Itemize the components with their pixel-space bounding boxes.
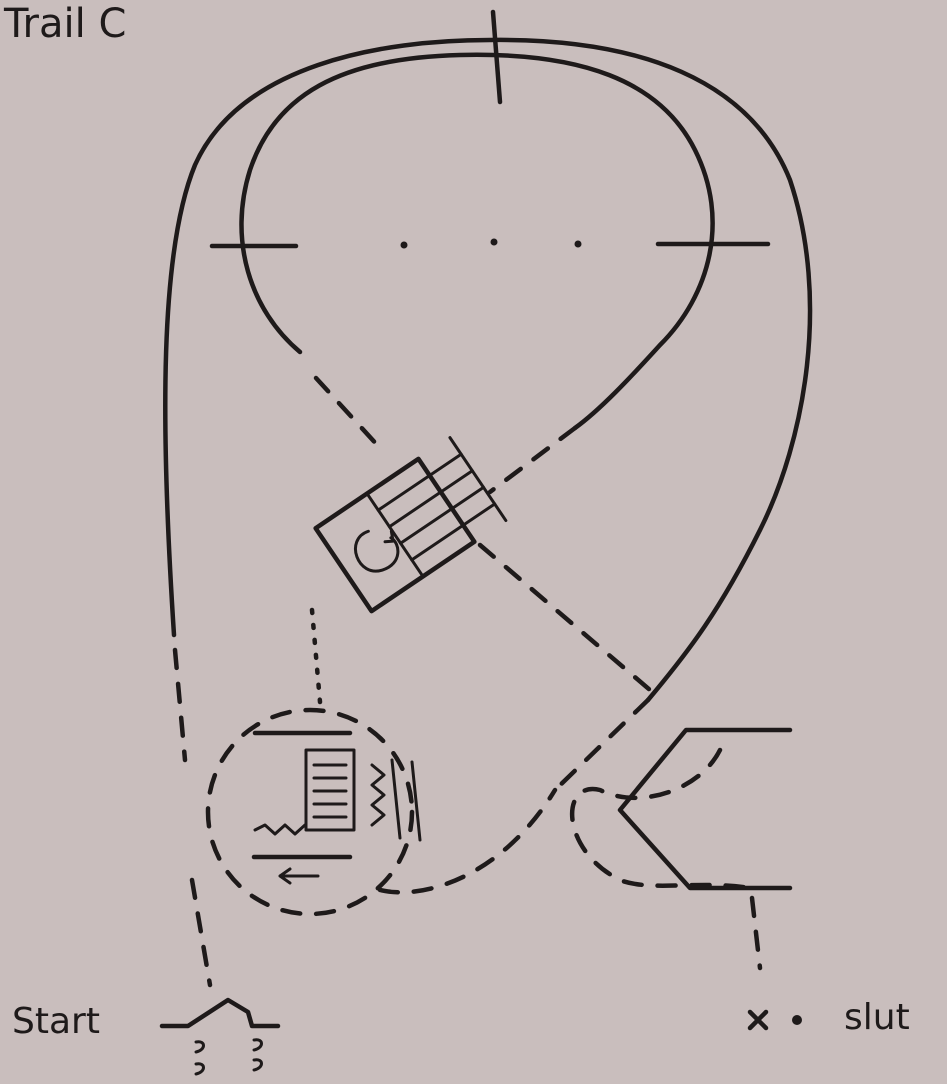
dashed-leg-path xyxy=(490,428,575,492)
inner-loop-path xyxy=(241,55,712,428)
dotted-link-path xyxy=(312,610,320,702)
dashed-leg-path xyxy=(316,378,380,448)
turn-box-obstacle xyxy=(316,438,506,611)
dashed-leg-path xyxy=(192,880,210,985)
shelter-chevron xyxy=(620,730,790,888)
dashed-finish-path xyxy=(752,898,760,968)
shelter-dashed-inner xyxy=(572,750,750,888)
ramp-line xyxy=(255,825,305,834)
start-marks xyxy=(196,1040,262,1074)
arrow-left-icon xyxy=(280,869,318,883)
dashed-leg-path xyxy=(555,700,648,790)
finish-dot xyxy=(792,1015,802,1025)
dashed-leg-path xyxy=(175,650,185,760)
center-dot xyxy=(575,241,582,248)
zigzag-line xyxy=(372,765,384,825)
bridge-lines xyxy=(392,760,420,840)
finish-x-mark xyxy=(750,1012,766,1028)
dashed-leg-path xyxy=(480,545,650,690)
center-dot xyxy=(401,242,408,249)
dashed-leg-path xyxy=(380,790,555,892)
start-gate-icon xyxy=(162,1000,278,1026)
notepad-lines xyxy=(314,765,346,817)
center-dot xyxy=(491,239,498,246)
